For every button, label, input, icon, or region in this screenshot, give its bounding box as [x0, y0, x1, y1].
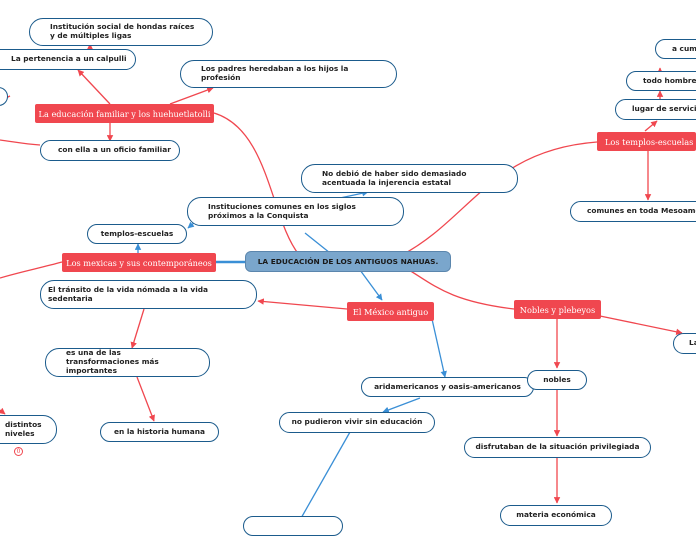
node-pertenencia[interactable]: La pertenencia a un calpulli — [0, 49, 136, 70]
node-cumple[interactable]: a cump — [655, 39, 696, 59]
node-no-pudieron[interactable]: no pudieron vivir sin educación — [279, 412, 435, 433]
topic-familiar[interactable]: La educación familiar y los huehuetlatol… — [35, 104, 214, 123]
node-todo-hombre[interactable]: todo hombre — [626, 71, 696, 91]
node-materia[interactable]: materia económica — [500, 505, 612, 526]
topic-mexico-antiguo[interactable]: El México antiguo — [347, 302, 434, 321]
node-padres[interactable]: Los padres heredaban a los hijos la prof… — [180, 60, 397, 88]
node-comunes[interactable]: comunes en toda Mesoamér — [570, 201, 696, 222]
topic-nobles-plebeyos[interactable]: Nobles y plebeyos — [514, 300, 601, 319]
connection-lines — [0, 43, 683, 520]
node-oficio[interactable]: con ella a un oficio familiar — [40, 140, 180, 161]
node-nobles[interactable]: nobles — [527, 370, 587, 390]
node-templos-escuelas[interactable]: templos-escuelas — [87, 224, 187, 244]
node-lugar[interactable]: lugar de servicio — [615, 99, 696, 120]
node-no-debio[interactable]: No debió de haber sido demasiado acentua… — [301, 164, 518, 193]
node-transito[interactable]: El tránsito de la vida nómada a la vida … — [40, 280, 257, 309]
root-topic[interactable]: LA EDUCACIÓN DE LOS ANTIGUOS NAHUAS. — [245, 251, 451, 272]
node-aridamericanos[interactable]: aridamericanos y oasis-americanos — [361, 377, 534, 397]
collapse-badge[interactable]: 0 — [14, 447, 23, 456]
node-disfrutaban[interactable]: disfrutaban de la situación privilegiada — [464, 437, 651, 458]
node-transformaciones[interactable]: es una de las transformaciones más impor… — [45, 348, 210, 377]
node-historia[interactable]: en la historia humana — [100, 422, 219, 442]
node-instituciones[interactable]: Instituciones comunes en los siglos próx… — [187, 197, 404, 226]
node-la[interactable]: La — [673, 333, 696, 354]
topic-templos[interactable]: Los templos-escuelas — [597, 132, 696, 151]
node-distintos[interactable]: distintos niveles — [0, 415, 57, 444]
topic-mexicas[interactable]: Los mexicas y sus contemporáneos — [62, 253, 216, 272]
node-institucion[interactable]: Institución social de hondas raíces y de… — [29, 18, 213, 46]
node-bottom-stub[interactable] — [243, 516, 343, 536]
